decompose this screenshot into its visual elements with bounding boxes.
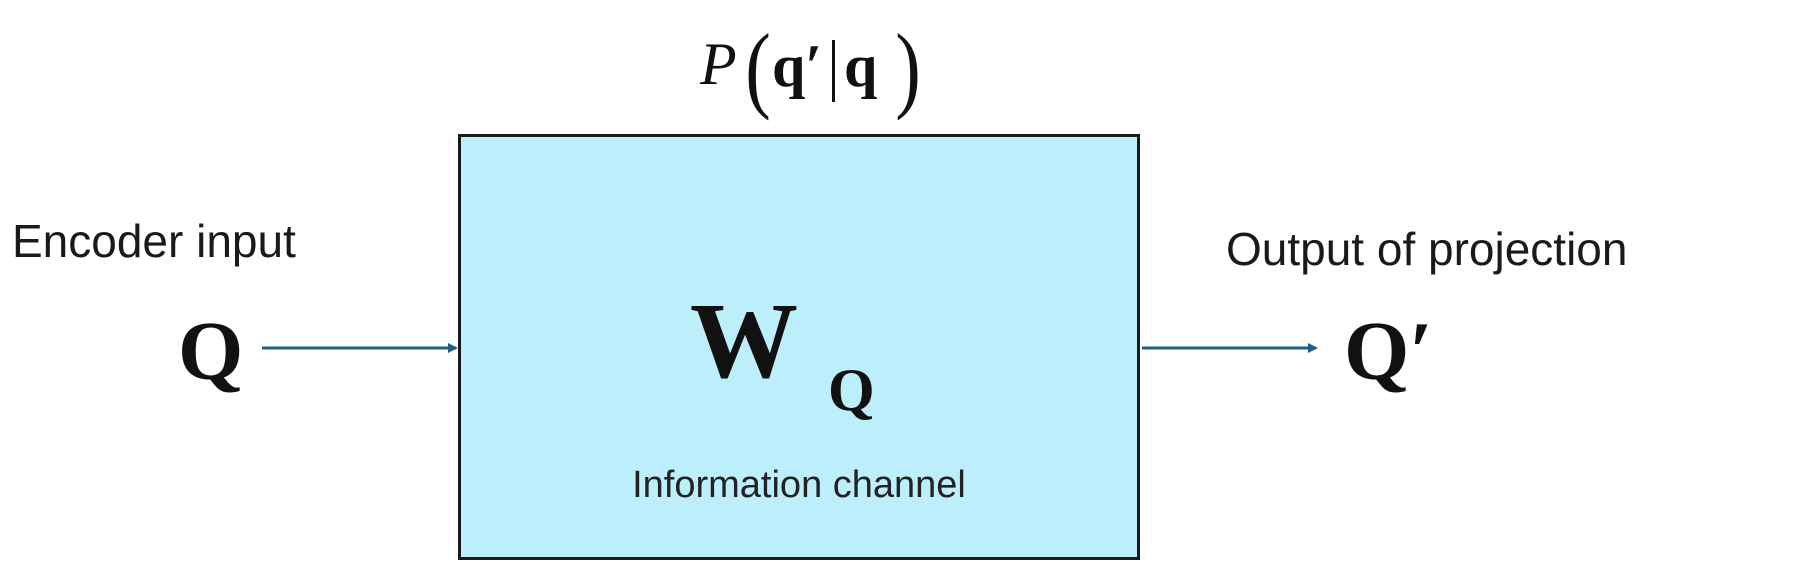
q-symbol: q <box>844 33 878 99</box>
q-prime-symbol: q′ <box>772 33 823 99</box>
conditional-probability-label: P ( q′ q ) <box>660 14 960 128</box>
given-bar <box>832 40 835 102</box>
input-symbol: Q <box>178 305 244 398</box>
probability-symbol: P <box>700 31 737 97</box>
open-paren: ( <box>745 14 771 121</box>
encoder-input-label: Encoder input <box>12 215 296 267</box>
channel-caption: Information channel <box>632 464 966 506</box>
output-label: Output of projection <box>1226 223 1628 275</box>
close-paren: ) <box>895 14 921 121</box>
channel-box <box>458 134 1140 560</box>
weight-matrix-symbol: W <box>690 282 798 401</box>
output-symbol: Q′ <box>1344 305 1433 398</box>
weight-matrix-subscript: Q <box>828 357 875 423</box>
